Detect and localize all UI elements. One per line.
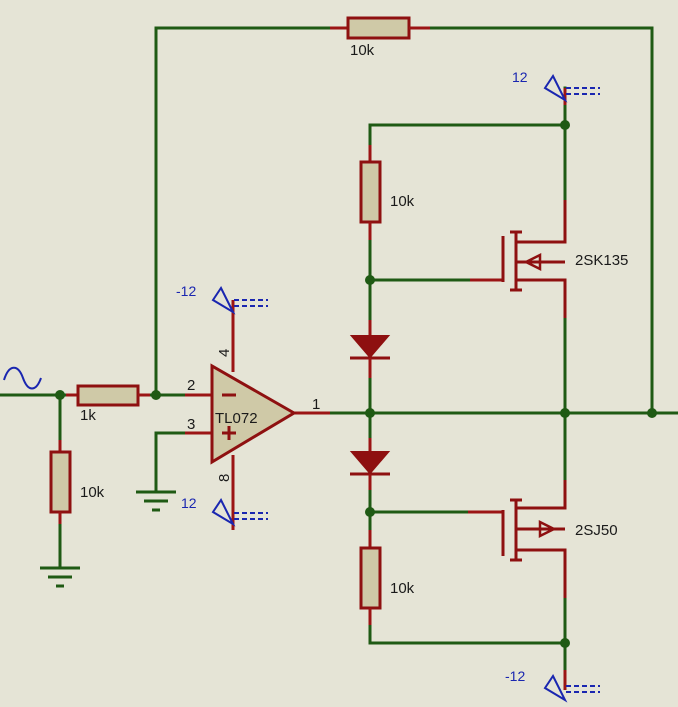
- wires: [0, 26, 678, 672]
- resistor-shunt-label: 10k: [80, 484, 105, 501]
- ground-icon: [136, 490, 176, 512]
- power-terminal-icon: [543, 74, 600, 105]
- resistor-upper-bias-label: 10k: [390, 193, 415, 210]
- resistor-input-label: 1k: [80, 407, 96, 424]
- power-opamp-vpos-label: 12: [181, 495, 197, 511]
- opamp-pin-out: 1: [312, 396, 320, 413]
- resistor-shunt: [49, 440, 72, 524]
- opamp: [185, 318, 330, 530]
- mosfet-upper-icon: [470, 200, 567, 318]
- opamp-pin-vpos: 8: [216, 474, 233, 482]
- power-opamp-vneg-label: -12: [176, 283, 196, 299]
- power-terminal-icon: [211, 286, 268, 318]
- power-bottom-right-label: -12: [505, 668, 525, 684]
- ac-source-icon: [3, 366, 42, 390]
- power-terminal-icon: [211, 498, 268, 530]
- resistor-feedback: [330, 16, 430, 40]
- opamp-pin-vneg: 4: [216, 349, 233, 357]
- diode-upper-icon: [349, 320, 391, 378]
- mosfet-upper-label: 2SK135: [575, 252, 628, 269]
- mosfet-lower-label: 2SJ50: [575, 522, 618, 539]
- resistor-lower-bias: [359, 530, 382, 625]
- junction-dots: [55, 120, 657, 648]
- opamp-pin-noninv: 3: [187, 416, 195, 433]
- opamp-label: TL072: [215, 410, 258, 427]
- power-terminal-icon: [543, 670, 600, 703]
- resistor-feedback-label: 10k: [350, 42, 375, 59]
- opamp-pin-inv: 2: [187, 377, 195, 394]
- mosfet-lower-icon: [468, 480, 567, 598]
- power-top-right-label: 12: [512, 69, 528, 85]
- ground-icon: [40, 566, 80, 588]
- resistor-input: [66, 384, 150, 407]
- resistor-upper-bias: [359, 145, 382, 240]
- resistor-lower-bias-label: 10k: [390, 580, 415, 597]
- diode-lower-icon: [349, 438, 391, 490]
